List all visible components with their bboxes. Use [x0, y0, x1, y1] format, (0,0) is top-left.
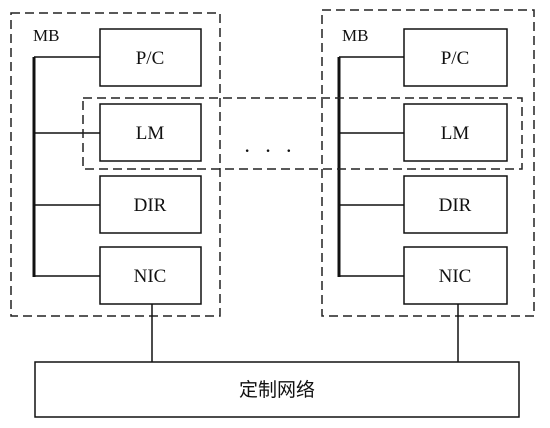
left-dir-box [99, 175, 202, 234]
right-node: MB P/C LM DIR NIC [321, 9, 535, 362]
left-node-boundary [10, 12, 221, 317]
right-dir-box [403, 175, 508, 234]
left-lm-label: LM [136, 123, 165, 144]
left-pc-box [99, 28, 202, 87]
right-node-boundary [321, 9, 535, 317]
right-dir-label: DIR [439, 195, 472, 216]
right-pc-box [403, 28, 508, 87]
right-node-label: MB [342, 26, 368, 45]
left-node-label: MB [33, 26, 59, 45]
custom-network-label: 定制网络 [239, 379, 315, 401]
right-pc-label: P/C [441, 48, 470, 69]
right-lm-box [403, 103, 508, 162]
left-lm-box [99, 103, 202, 162]
left-nic-box [99, 246, 202, 305]
left-nic-label: NIC [134, 266, 167, 287]
left-pc-label: P/C [136, 48, 165, 69]
shared-lm-region [82, 97, 523, 170]
left-dir-label: DIR [134, 195, 167, 216]
more-nodes-ellipsis: · · · [244, 138, 297, 163]
custom-network-box [34, 361, 520, 418]
right-nic-box [403, 246, 508, 305]
right-nic-label: NIC [439, 266, 472, 287]
left-node: MB P/C LM DIR NIC [10, 12, 221, 362]
right-lm-label: LM [441, 123, 470, 144]
